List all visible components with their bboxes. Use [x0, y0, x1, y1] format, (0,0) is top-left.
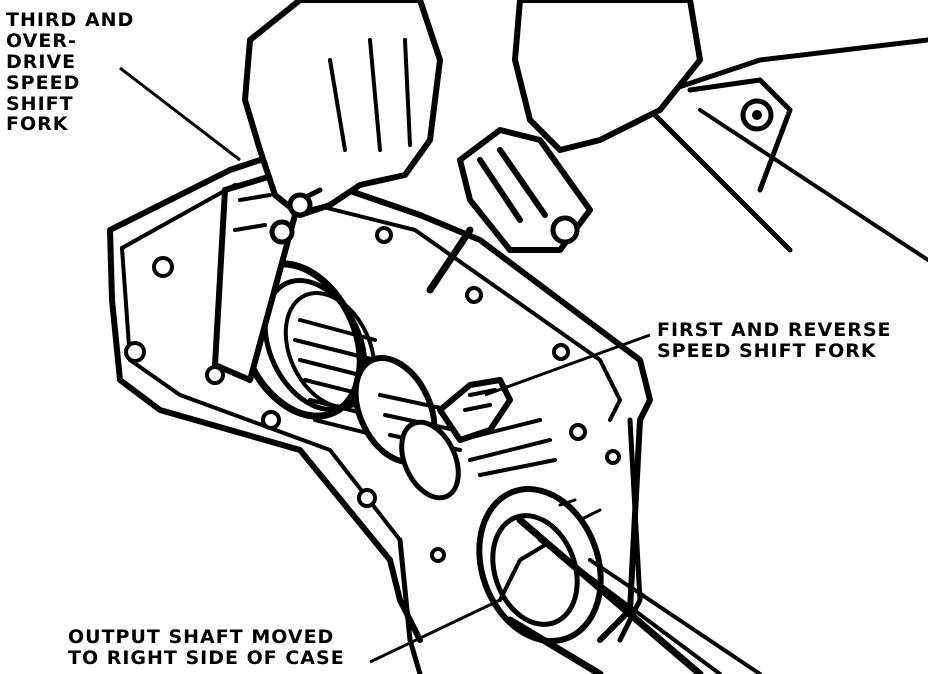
label-first-reverse-fork: FIRST AND REVERSE SPEED SHIFT FORK	[657, 319, 892, 362]
leader-third-overdrive	[119, 66, 241, 162]
flange-bolt-hole	[357, 488, 377, 508]
bench-plate	[637, 37, 928, 262]
flange-bolt-hole	[261, 410, 281, 430]
flange-bolt-hole	[124, 341, 146, 363]
label-third-overdrive-fork: THIRD AND OVER- DRIVE SPEED SHIFT FORK	[6, 9, 135, 136]
flange-bolt-hole	[569, 423, 587, 441]
leader-lines	[119, 66, 651, 664]
left-hand	[242, 0, 443, 218]
flange-bolt-hole	[465, 286, 483, 304]
right-hand-with-wrench	[426, 0, 703, 294]
flange-bolt-hole	[605, 449, 621, 465]
first-reverse-shift-fork	[437, 377, 513, 443]
output-shaft	[476, 486, 762, 674]
case-side-wall	[397, 417, 643, 674]
label-output-shaft: OUTPUT SHAFT MOVED TO RIGHT SIDE OF CASE	[68, 626, 345, 669]
flange-bolt-hole	[430, 547, 446, 563]
leader-output-shaft	[369, 598, 501, 664]
flange-bolt-hole	[375, 226, 393, 244]
flange-bolt-hole	[552, 343, 570, 361]
leader-first-reverse	[484, 333, 651, 397]
case-flange	[107, 157, 653, 643]
reverse-gear	[399, 419, 461, 501]
flange-bolt-hole	[152, 256, 174, 278]
